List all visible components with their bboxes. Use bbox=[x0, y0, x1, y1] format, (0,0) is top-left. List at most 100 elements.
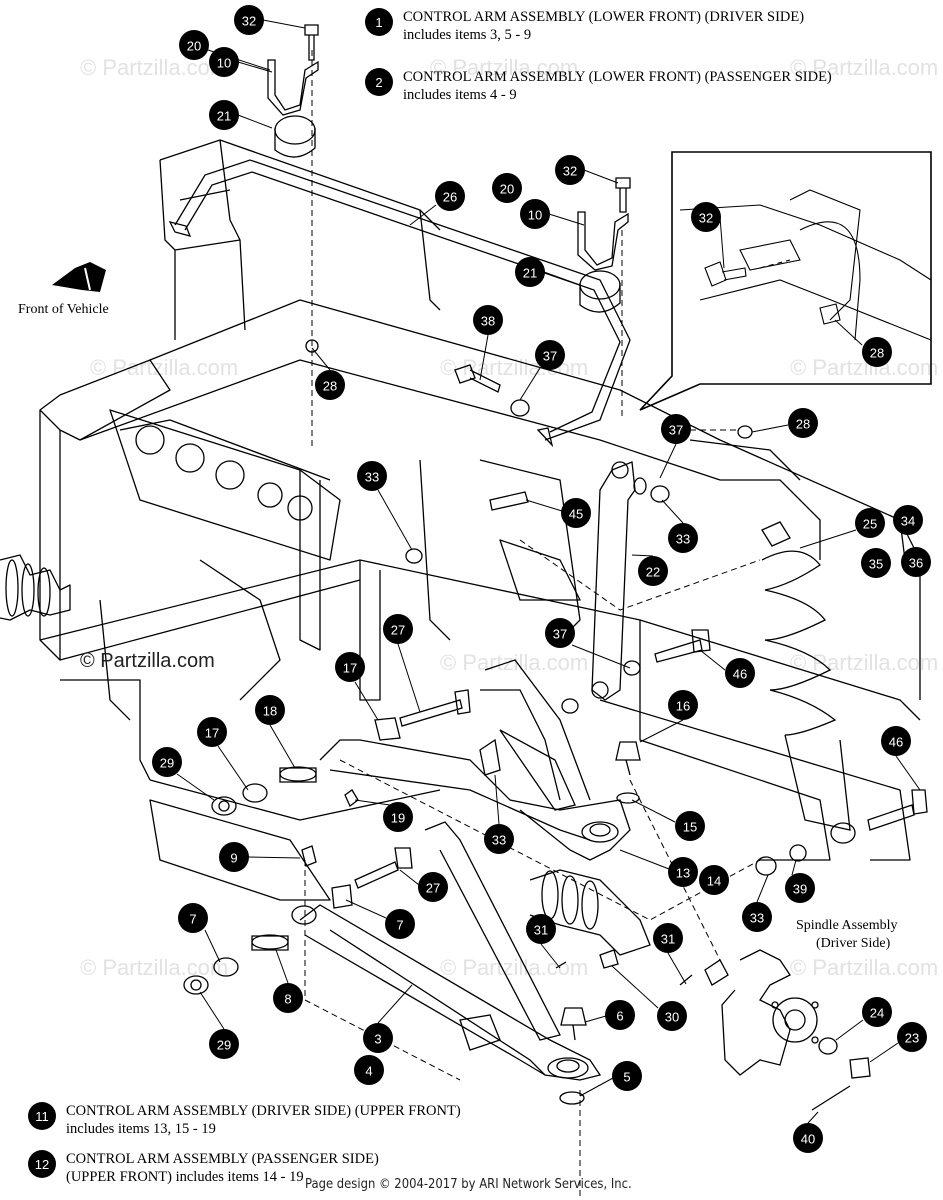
callout-number: 24 bbox=[870, 1006, 884, 1021]
callout-circle bbox=[605, 1000, 635, 1030]
callout-number: 22 bbox=[646, 565, 660, 580]
watermark: © Partzilla.com bbox=[80, 55, 228, 80]
callout-number: 14 bbox=[707, 874, 721, 889]
legend-number: 11 bbox=[28, 1102, 56, 1130]
callout-31: 31 bbox=[526, 914, 556, 944]
callout-13: 13 bbox=[668, 857, 698, 887]
callout-32: 32 bbox=[691, 202, 721, 232]
callout-number: 45 bbox=[569, 507, 583, 522]
leader-line bbox=[834, 319, 863, 346]
leader-line bbox=[247, 856, 301, 859]
callout-17: 17 bbox=[335, 652, 365, 682]
callout-circle bbox=[435, 181, 465, 211]
leader-line bbox=[275, 949, 289, 984]
callout-circle bbox=[901, 547, 931, 577]
leader-line bbox=[217, 745, 249, 791]
callout-number: 27 bbox=[391, 623, 405, 638]
callout-circle bbox=[675, 811, 705, 841]
spindle-assembly bbox=[555, 949, 871, 1111]
callout-circle bbox=[152, 747, 182, 777]
callout-15: 15 bbox=[675, 811, 705, 841]
watermark: © Partzilla.com bbox=[790, 650, 938, 675]
legend-subtitle: (UPPER FRONT) includes items 14 - 19 bbox=[66, 1169, 304, 1185]
callout-27: 27 bbox=[418, 872, 448, 902]
legend-subtitle: includes items 4 - 9 bbox=[403, 87, 517, 103]
callout-26: 26 bbox=[435, 181, 465, 211]
callout-number: 33 bbox=[365, 470, 379, 485]
callout-number: 36 bbox=[909, 556, 923, 571]
callout-28: 28 bbox=[862, 337, 892, 367]
callout-circle bbox=[484, 824, 514, 854]
callout-circle bbox=[793, 1123, 823, 1153]
callout-number: 17 bbox=[205, 726, 219, 741]
callout-number: 23 bbox=[905, 1031, 919, 1046]
callout-circle bbox=[742, 902, 772, 932]
callout-number: 39 bbox=[793, 882, 807, 897]
callout-4: 4 bbox=[354, 1055, 384, 1085]
callout-36: 36 bbox=[901, 547, 931, 577]
callout-circle bbox=[363, 1023, 393, 1053]
callout-circle bbox=[315, 370, 345, 400]
callout-number: 16 bbox=[676, 699, 690, 714]
callout-6: 6 bbox=[605, 1000, 635, 1030]
callout-number: 20 bbox=[500, 182, 514, 197]
callout-circle bbox=[209, 1029, 239, 1059]
legend-subtitle: includes items 3, 5 - 9 bbox=[403, 27, 532, 43]
callout-number: 18 bbox=[263, 704, 277, 719]
callout-22: 22 bbox=[638, 556, 668, 586]
callout-circle bbox=[179, 30, 209, 60]
callout-29: 29 bbox=[209, 1029, 239, 1059]
legend-number: 1 bbox=[365, 8, 393, 36]
callout-circle bbox=[638, 556, 668, 586]
callout-20: 20 bbox=[492, 173, 522, 203]
leader-line bbox=[354, 681, 379, 721]
callout-circle bbox=[855, 508, 885, 538]
callout-34: 34 bbox=[893, 505, 923, 535]
leader-lines bbox=[176, 19, 921, 1124]
callout-number: 3 bbox=[374, 1032, 381, 1047]
leader-line bbox=[661, 499, 684, 524]
callout-circle bbox=[668, 523, 698, 553]
legend-title: CONTROL ARM ASSEMBLY (PASSENGER SIDE) bbox=[66, 1151, 379, 1167]
callout-number: 31 bbox=[534, 923, 548, 938]
callout-number: 29 bbox=[160, 756, 174, 771]
spindle-label-line1: Spindle Assembly bbox=[796, 918, 898, 933]
leader-line bbox=[494, 774, 500, 825]
callout-9: 9 bbox=[219, 842, 249, 872]
watermark: © Partzilla.com bbox=[430, 55, 578, 80]
leader-line bbox=[269, 724, 296, 769]
callout-40: 40 bbox=[793, 1123, 823, 1153]
leader-line bbox=[204, 929, 221, 963]
callout-number: 37 bbox=[553, 627, 567, 642]
leader-line bbox=[659, 443, 677, 479]
partzilla-mark: © Partzilla.com bbox=[80, 650, 215, 672]
leader-line bbox=[409, 204, 437, 226]
callout-16: 16 bbox=[668, 690, 698, 720]
callout-30: 30 bbox=[657, 1001, 687, 1031]
callout-number: 38 bbox=[481, 314, 495, 329]
leader-line bbox=[354, 799, 391, 806]
callout-number: 32 bbox=[242, 14, 256, 29]
legend-item-11: 11 CONTROL ARM ASSEMBLY (DRIVER SIDE) (U… bbox=[28, 1102, 461, 1138]
leader-line bbox=[756, 874, 769, 903]
callout-17: 17 bbox=[197, 717, 227, 747]
callout-24: 24 bbox=[862, 997, 892, 1027]
callout-circle bbox=[492, 173, 522, 203]
callout-number: 28 bbox=[796, 417, 810, 432]
callout-number: 21 bbox=[523, 266, 537, 281]
callout-circle bbox=[893, 505, 923, 535]
callout-number: 9 bbox=[230, 851, 237, 866]
callout-number: 28 bbox=[323, 379, 337, 394]
callout-number: 8 bbox=[284, 992, 291, 1007]
watermark: © Partzilla.com bbox=[790, 55, 938, 80]
callout-circle bbox=[699, 865, 729, 895]
callout-number: 20 bbox=[187, 39, 201, 54]
callout-number: 30 bbox=[665, 1010, 679, 1025]
leader-line bbox=[377, 984, 413, 1024]
callout-circle bbox=[668, 690, 698, 720]
callout-33: 33 bbox=[357, 461, 387, 491]
callout-number: 31 bbox=[661, 932, 675, 947]
callout-circle bbox=[725, 658, 755, 688]
callout-10: 10 bbox=[520, 199, 550, 229]
